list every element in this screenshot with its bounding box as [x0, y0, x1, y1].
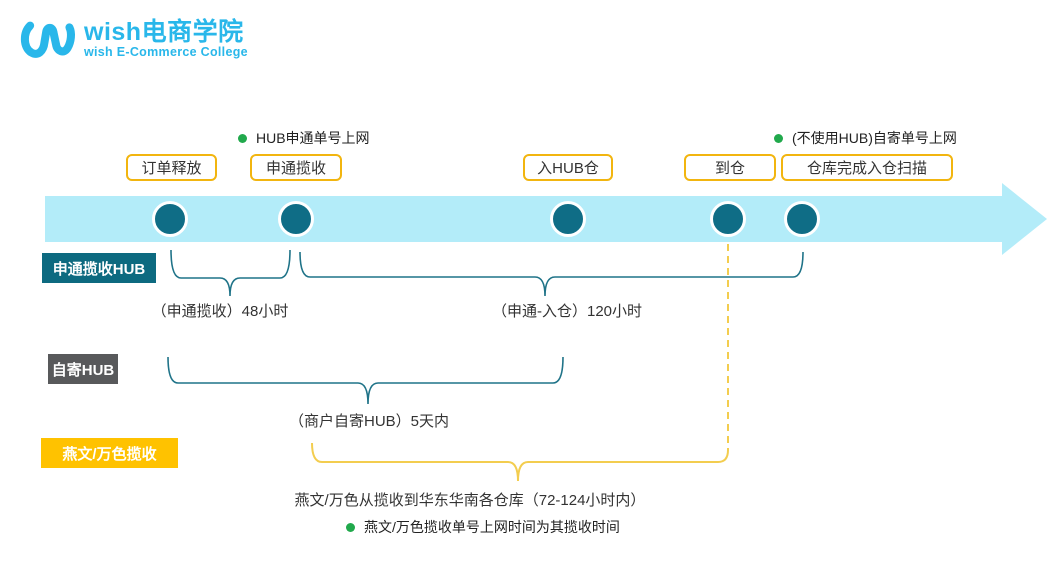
callout-text: HUB申通单号上网 — [256, 130, 370, 146]
timeline-dot-arrive-warehouse — [710, 201, 746, 237]
timeline-dot-enter-hub — [550, 201, 586, 237]
event-box-st-pickup: 申通揽收 — [250, 154, 342, 181]
timeline-arrowhead-icon — [1002, 183, 1047, 255]
event-box-inbound-scan: 仓库完成入仓扫描 — [781, 154, 953, 181]
green-bullet-icon — [774, 133, 783, 143]
callout-hub-shentong: HUB申通单号上网 — [238, 129, 370, 147]
callout-text: 燕文/万色揽收单号上网时间为其揽收时间 — [364, 519, 620, 535]
lane-badge-shentong-hub: 申通揽收HUB — [42, 253, 156, 283]
brace-yanwen-72-124h — [311, 442, 729, 482]
event-box-arrive-warehouse: 到仓 — [684, 154, 776, 181]
logo-subtitle: wish E-Commerce College — [84, 44, 248, 59]
callout-yanwen-note: 燕文/万色揽收单号上网时间为其揽收时间 — [346, 518, 620, 536]
wish-w-icon — [20, 21, 75, 58]
lane-badge-yanwen-wanse: 燕文/万色揽收 — [41, 438, 178, 468]
duration-st-pickup-48h: （申通揽收）48小时 — [151, 303, 289, 320]
lane-badge-self-send-hub: 自寄HUB — [48, 354, 118, 384]
duration-yanwen-72-124h: 燕文/万色从揽收到华东华南各仓库（72-124小时内） — [294, 492, 646, 509]
timeline-dot-order-release — [152, 201, 188, 237]
duration-self-send-5days: （商户自寄HUB）5天内 — [288, 413, 450, 430]
event-box-order-release: 订单释放 — [126, 154, 217, 181]
green-bullet-icon — [346, 522, 355, 532]
event-box-enter-hub: 入HUB仓 — [523, 154, 613, 181]
brace-self-send-5days — [167, 356, 564, 405]
wish-logo: wish电商学院 wish E-Commerce College — [18, 14, 248, 64]
duration-st-inbound-120h: （申通-入仓）120小时 — [491, 303, 643, 320]
callout-text: (不使用HUB)自寄单号上网 — [792, 130, 957, 146]
brace-st-pickup-48h — [170, 249, 291, 297]
timeline-dot-st-pickup — [278, 201, 314, 237]
logo-brand: wish电商学院 — [84, 17, 244, 46]
brace-st-inbound-120h — [299, 251, 804, 297]
timeline-band — [45, 196, 1002, 242]
callout-no-hub: (不使用HUB)自寄单号上网 — [774, 129, 957, 147]
timeline-dot-inbound-scan — [784, 201, 820, 237]
logo-text: wish电商学院 wish E-Commerce College — [84, 19, 248, 60]
green-bullet-icon — [238, 133, 247, 143]
